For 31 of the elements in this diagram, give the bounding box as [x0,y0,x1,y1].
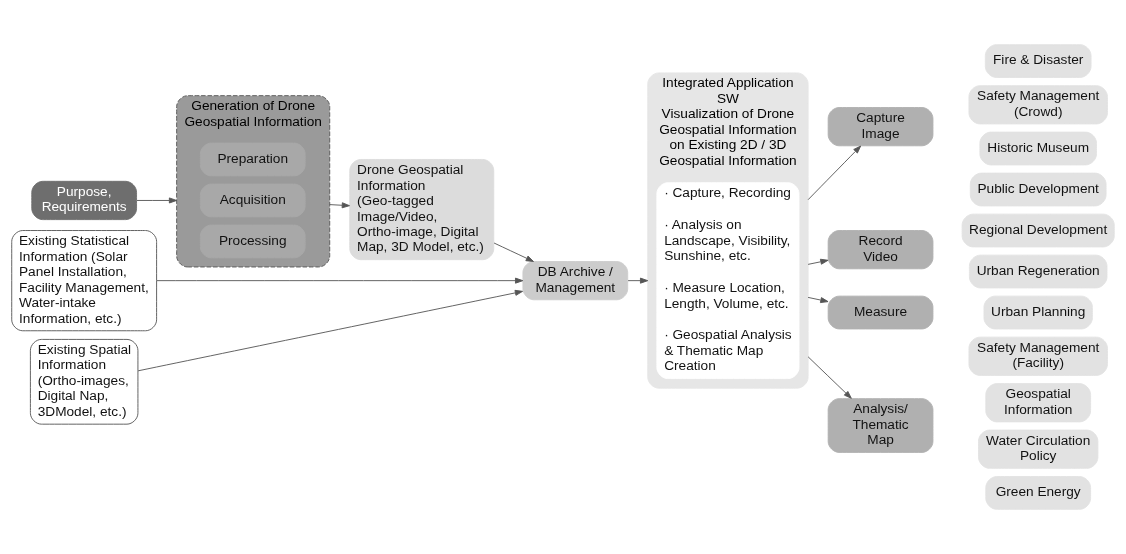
node-box: Capture Image [827,107,934,147]
node-box: Geospatial Information [985,383,1092,423]
node-box: Urban Planning [983,295,1093,330]
node-box: Historic Museum [979,131,1097,166]
node-box: · Capture, Recording · Analysis on Landscape, Visibility, Sunshine, etc. · Measure Location, Length, Volume, etc. · Geospatial Analysis & Thematic Map Creation [656,182,800,380]
node-box: Urban Regeneration [968,254,1108,289]
node-box: Drone Geospatial Information (Geo-tagged Image/Video, Ortho-image, Digital Map, 3D Model, etc.) [349,159,495,261]
arrow [807,296,829,304]
node-box: Purpose, Requirements [31,180,137,221]
arrow [137,289,524,372]
arrow [627,277,649,284]
node-box: Analysis/ Thematic Map [827,398,934,453]
node-box: Safety Management (Crowd) [968,85,1108,125]
arrow [493,242,534,262]
node-box: Safety Management (Facility) [968,336,1108,376]
arrow [807,258,829,265]
arrow [156,277,524,284]
node-box: Green Energy [985,476,1092,510]
node-box: Fire & Disaster [984,44,1092,78]
node-box: Water Circulation Policy [978,429,1099,469]
node-box: DB Archive / Management [522,261,629,301]
node-box: Measure [827,295,934,330]
arrow [807,356,852,399]
node-box: Existing Spatial Information (Ortho-images, Digital Nap, 3DModel, etc.) [29,338,139,425]
arrow [807,145,862,201]
node-box: Existing Statistical Information (Solar Panel Installation, Facility Management, Water-intake Information, etc.) [11,230,158,332]
node-box: Record Video [827,230,934,270]
arrow [329,202,350,209]
node-box: Regional Development [961,213,1115,248]
arrow [136,197,178,204]
node-box: Public Development [969,172,1107,207]
